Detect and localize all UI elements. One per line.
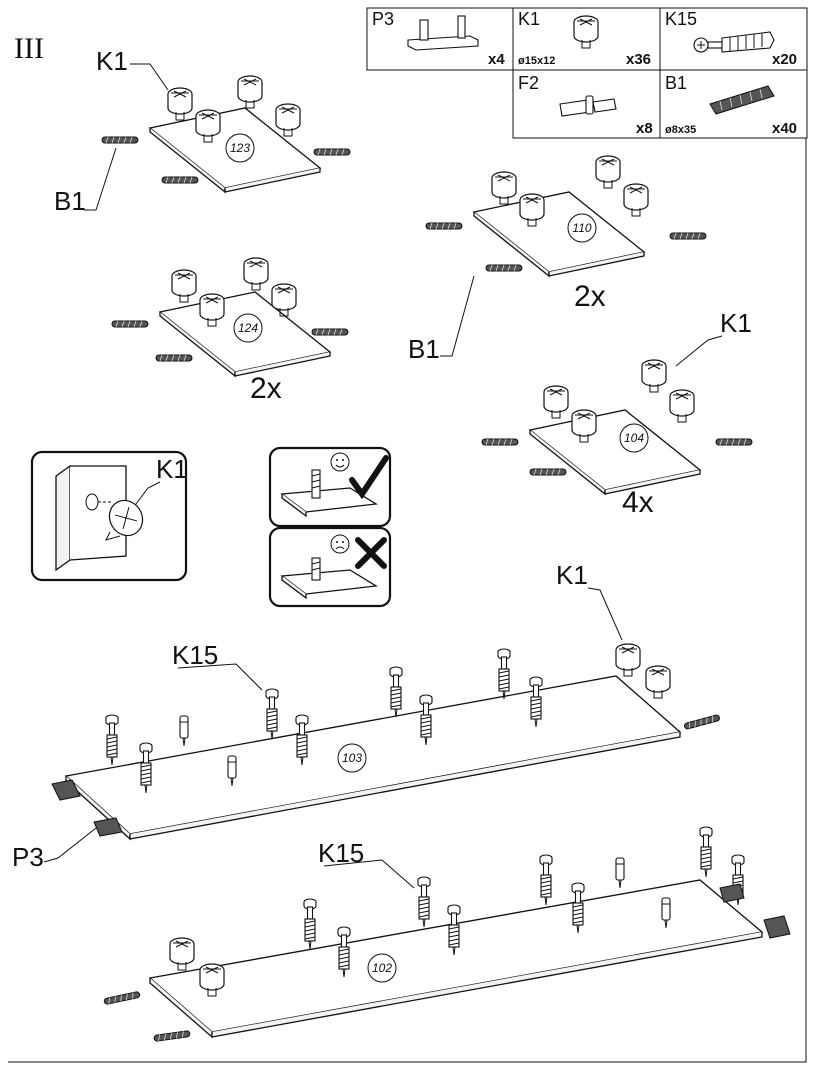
callout-k1: K1 — [720, 308, 752, 338]
part-code: P3 — [372, 9, 394, 29]
leader-line — [440, 275, 475, 357]
part-qty: x8 — [636, 120, 653, 137]
leader-line — [130, 63, 169, 91]
callout-p3: P3 — [12, 842, 44, 872]
callout-b1: B1 — [54, 186, 86, 216]
leader-line — [43, 827, 97, 863]
callout-k1: K1 — [96, 46, 128, 76]
multiplier: 4x — [622, 486, 654, 519]
callout-k1: K1 — [556, 560, 588, 590]
panel-103-assembly: 103 — [51, 643, 721, 841]
wood-dowel-icon — [709, 85, 775, 115]
callout-k15: K15 — [318, 838, 364, 868]
part-code: K1 — [518, 9, 540, 29]
check-mark-icon — [349, 455, 389, 500]
parts-cell-b1 — [659, 69, 808, 139]
multiplier: 2x — [250, 372, 282, 405]
callout-k1: K1 — [156, 454, 188, 484]
cam-insertion-detail: K1 — [30, 450, 188, 582]
panel-102-assembly: 102 — [103, 826, 791, 1042]
panel-number: 123 — [230, 141, 250, 155]
part-qty: x4 — [488, 51, 505, 68]
panel-number: 124 — [238, 321, 258, 335]
leader-line — [177, 663, 263, 691]
cam-slide-icon — [407, 15, 479, 51]
cam-lock-icon — [573, 15, 599, 49]
panel-104-assembly: 104 — [481, 359, 753, 495]
cross-mark-icon — [355, 537, 387, 569]
callout-k15: K15 — [172, 640, 218, 670]
smiley-icon — [330, 452, 350, 472]
frown-icon — [330, 534, 350, 554]
leader-line — [675, 335, 723, 367]
multiplier: 2x — [574, 280, 606, 313]
shelf-pin-icon — [559, 95, 617, 117]
cam-bolt-icon — [693, 31, 775, 53]
part-dim: ø15x12 — [518, 55, 555, 67]
part-qty: x40 — [772, 120, 797, 137]
leader-line — [84, 147, 117, 211]
leader-line — [587, 587, 623, 641]
panel-number: 103 — [342, 751, 362, 765]
parts-table: P3 x4 K1 ø15x12 x36 K15 x20 F2 x8 B1 — [366, 7, 808, 139]
incorrect-example — [268, 526, 392, 608]
panel-number: 102 — [372, 961, 392, 975]
part-qty: x20 — [772, 51, 797, 68]
part-code: K15 — [665, 9, 697, 29]
panel-number: 104 — [624, 431, 644, 445]
panel-124-assembly: 124 — [111, 257, 349, 377]
correct-example — [268, 446, 392, 528]
part-code: F2 — [518, 73, 539, 93]
page-border — [8, 138, 807, 1063]
leader-line — [323, 859, 415, 889]
panel-123-assembly: 123 — [101, 75, 351, 193]
part-dim: ø8x35 — [665, 124, 696, 136]
panel-110-assembly: 110 — [425, 155, 707, 277]
step-label: III — [14, 32, 44, 65]
part-qty: x36 — [626, 51, 651, 68]
callout-b1: B1 — [408, 334, 440, 364]
part-code: B1 — [665, 73, 687, 93]
cam-slide-icon — [93, 817, 123, 837]
panel-number: 110 — [572, 221, 591, 235]
